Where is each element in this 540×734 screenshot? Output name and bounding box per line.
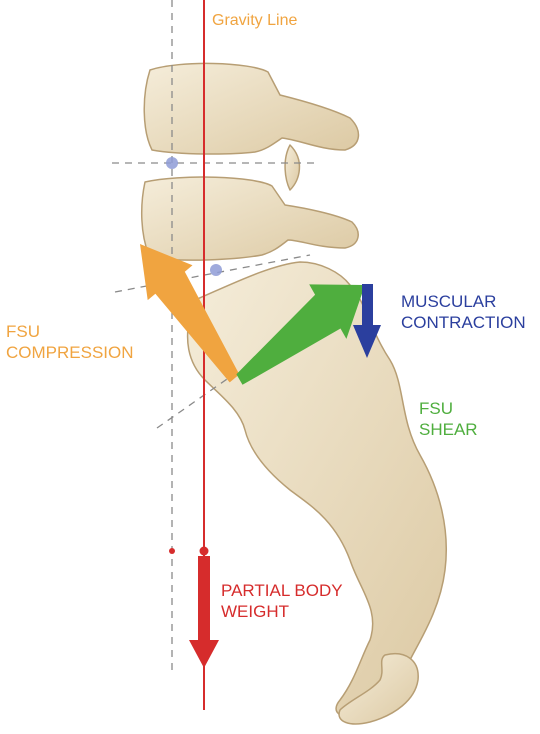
weight-arrow <box>189 556 219 668</box>
center-dot-lower <box>210 264 222 276</box>
fsu-compression-label-line2: COMPRESSION <box>6 342 134 363</box>
gravity-dot-main <box>200 547 209 556</box>
partial-body-weight-label-line1: PARTIAL BODY <box>221 580 343 601</box>
vertebra-l5 <box>142 177 358 260</box>
vertebra-l4 <box>144 63 358 154</box>
partial-body-weight-label: PARTIAL BODY WEIGHT <box>221 580 343 622</box>
muscular-contraction-label-line2: CONTRACTION <box>401 312 526 333</box>
center-dot-upper <box>166 157 178 169</box>
fsu-shear-label-line1: FSU <box>419 398 478 419</box>
fsu-shear-label-line2: SHEAR <box>419 419 478 440</box>
gravity-line-label: Gravity Line <box>212 10 297 31</box>
fsu-compression-label-line1: FSU <box>6 321 134 342</box>
partial-body-weight-label-line2: WEIGHT <box>221 601 343 622</box>
fsu-shear-label: FSU SHEAR <box>419 398 478 440</box>
muscular-contraction-label: MUSCULAR CONTRACTION <box>401 291 526 333</box>
spinous-process <box>285 145 299 190</box>
spine-bones <box>142 63 447 723</box>
gravity-dot-small <box>169 548 175 554</box>
muscular-contraction-label-line1: MUSCULAR <box>401 291 526 312</box>
fsu-compression-label: FSU COMPRESSION <box>6 321 134 363</box>
